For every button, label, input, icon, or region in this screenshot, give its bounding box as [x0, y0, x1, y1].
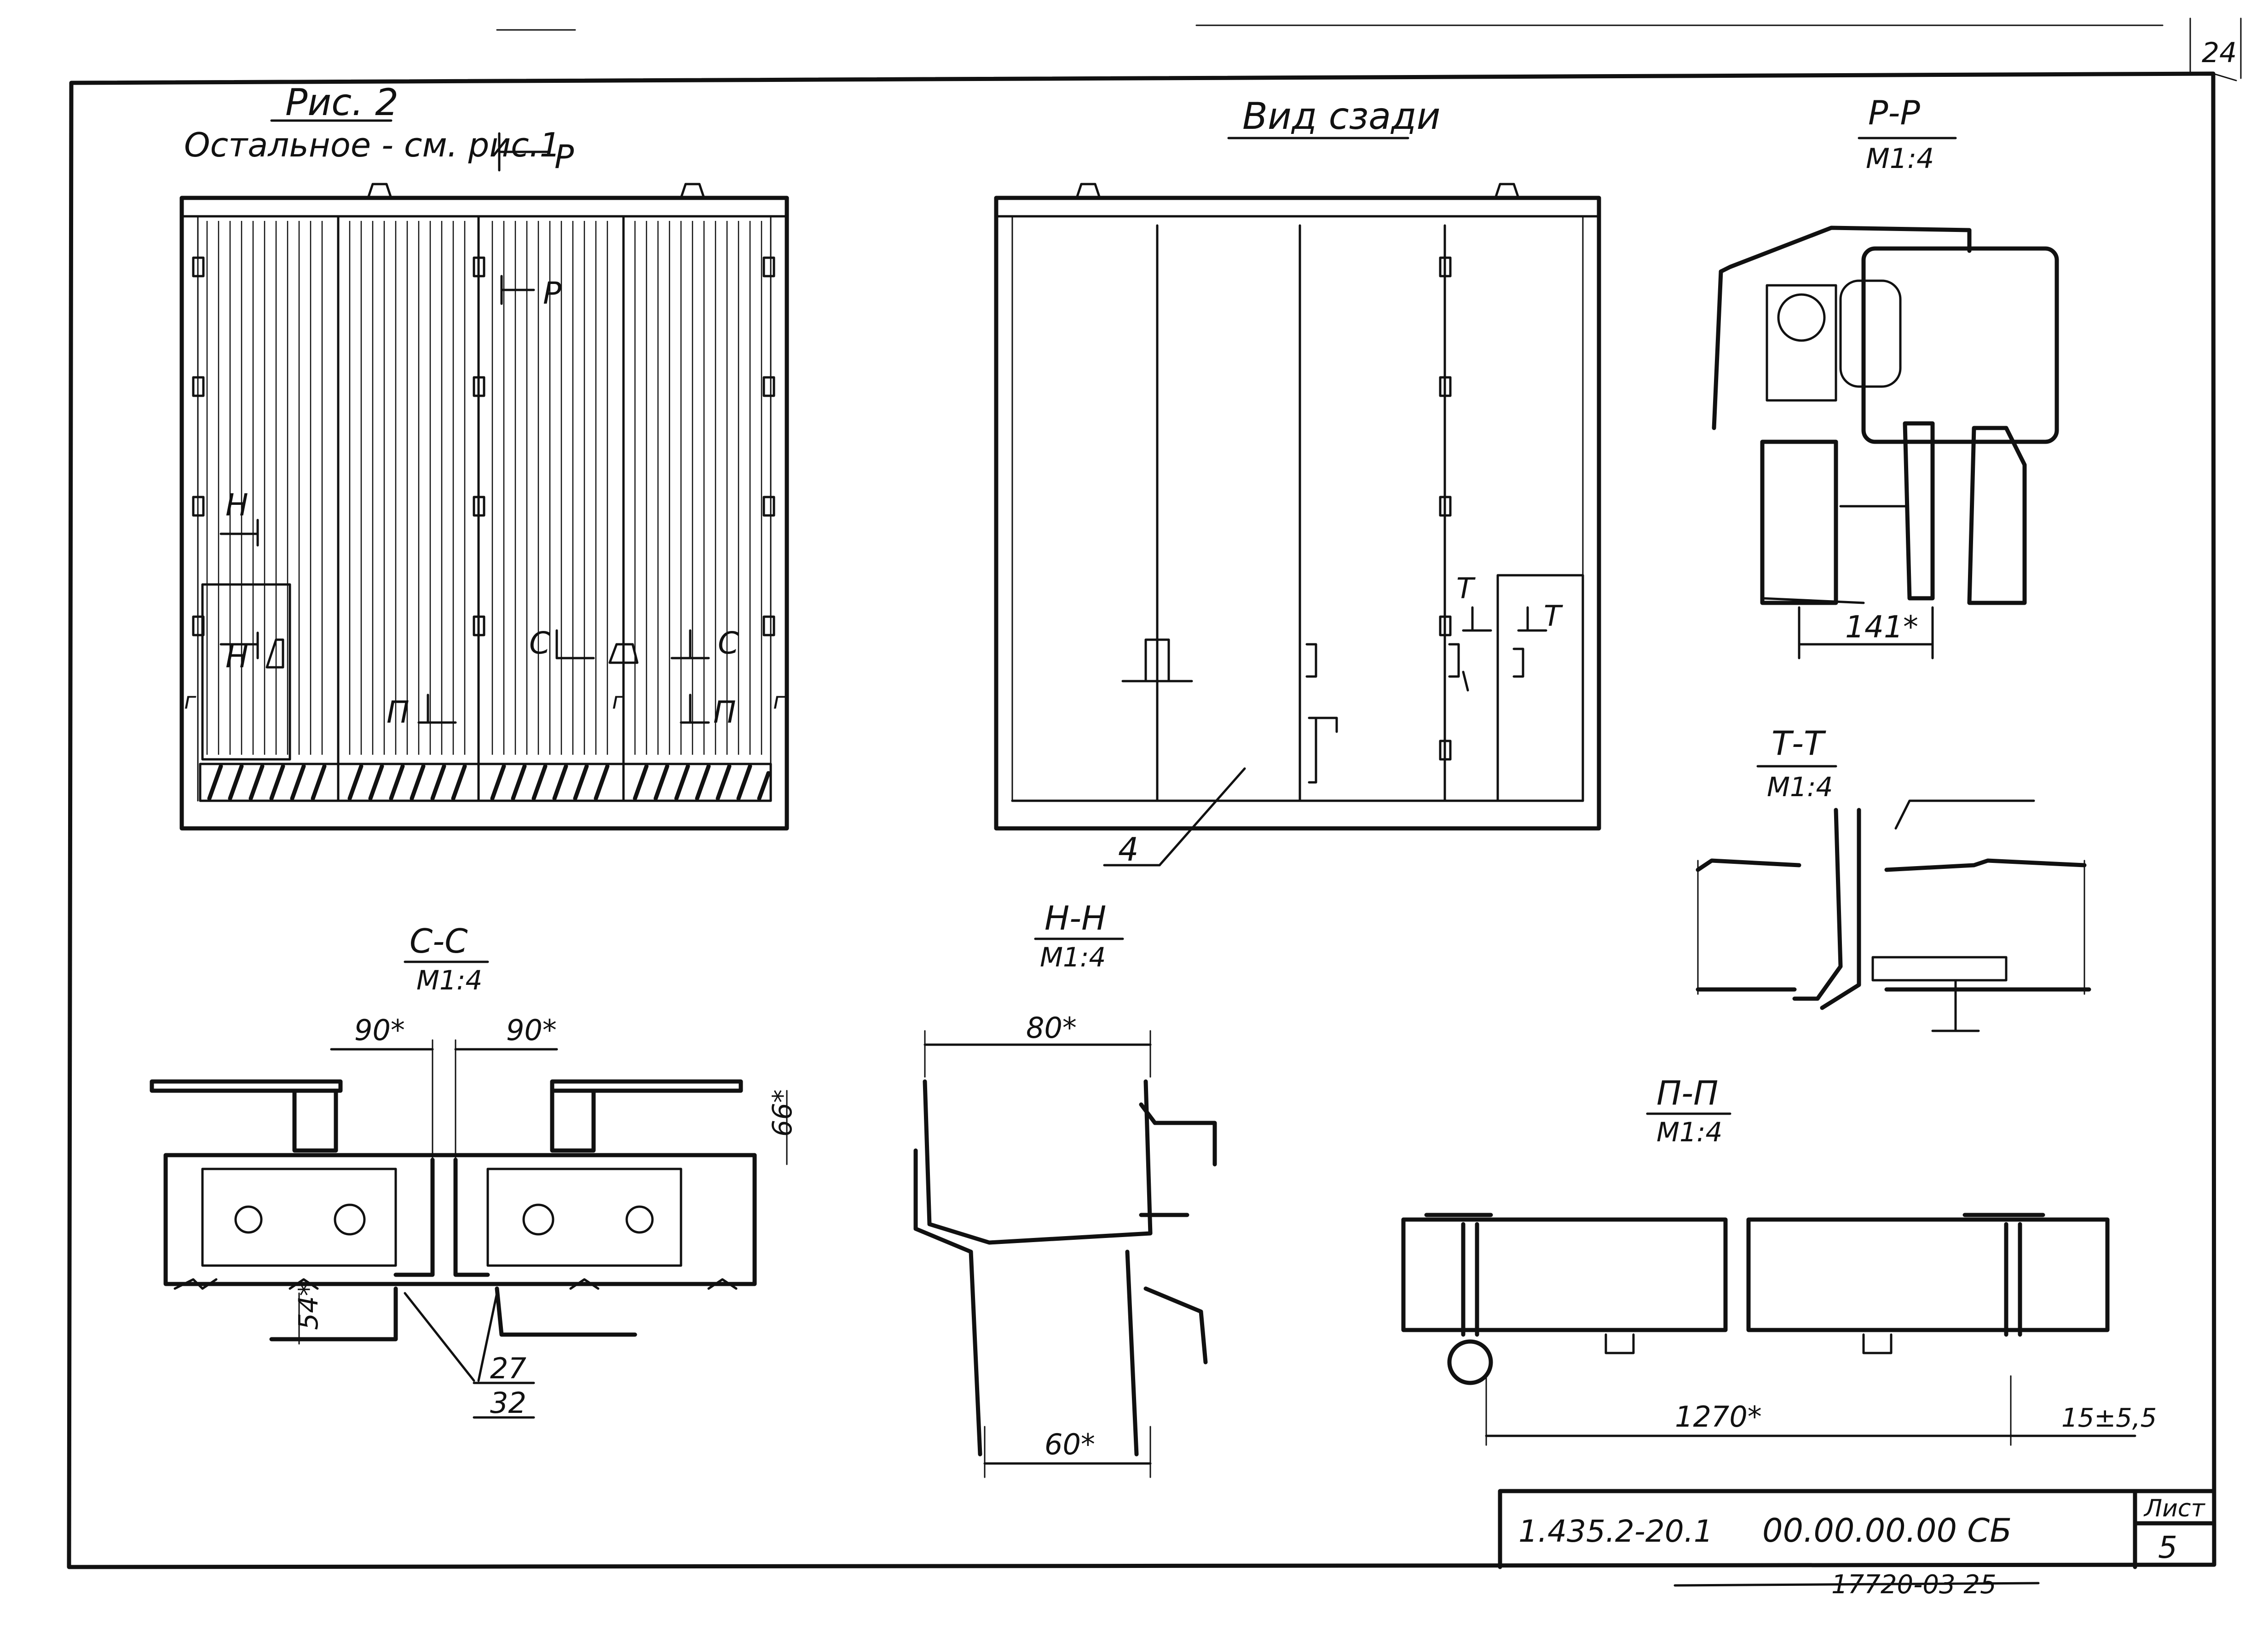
section-cc: С-С М1:4 90* 90* 66* 54* 27 32: [150, 922, 798, 1420]
sheet-value: 5: [2158, 1530, 2177, 1565]
corrugated-panel-hatch: [206, 221, 762, 755]
callout-4: 4: [1118, 831, 1139, 868]
section-cc-dim-height: 66*: [767, 1089, 798, 1137]
section-cc-dim-bottom: 54*: [293, 1283, 324, 1330]
rear-hinges: [1439, 256, 1452, 761]
section-tt-title: Т-Т: [1772, 724, 1826, 763]
section-cc-ref-bottom: 32: [490, 1386, 526, 1420]
section-pipi: П-П М1:4 1270* 15±5,5: [1401, 1074, 2157, 1446]
title-block: 1.435.2-20.1 00.00.00.00 СБ Лист 5 17720…: [1498, 1489, 2216, 1600]
section-mark-c-left: С: [529, 625, 550, 661]
archive-number: 17720-03 25: [1831, 1570, 1997, 1600]
section-hh: Н-Н М1:4 80* 60*: [913, 899, 1217, 1478]
section-hh-scale: М1:4: [1040, 942, 1106, 973]
section-hh-dim-bottom: 60*: [1045, 1428, 1095, 1461]
mark-g-2: г: [612, 688, 624, 714]
rear-view-title: Вид сзади: [1242, 95, 1440, 138]
section-mark-pi-right: П: [713, 694, 736, 730]
section-mark-h-upper: Н: [225, 487, 248, 523]
section-cc-dim-left: 90*: [354, 1013, 405, 1047]
section-cc-dim-right: 90*: [506, 1013, 557, 1047]
hinges: [192, 256, 775, 636]
section-pp: Р-Р М1:4 141*: [1712, 93, 2059, 659]
section-cc-title: С-С: [410, 922, 468, 960]
sheet-label: Лист: [2143, 1495, 2205, 1522]
section-cc-scale: М1:4: [416, 965, 482, 996]
doc-number: 1.435.2-20.1: [1518, 1514, 1713, 1549]
fig2-note: Остальное - см. рис.1: [184, 126, 560, 164]
section-mark-pi-left: П: [387, 694, 410, 730]
section-mark-t-right: Т: [1544, 599, 1563, 633]
section-pp-dim: 141*: [1845, 609, 1918, 645]
section-mark-c-right: С: [718, 625, 739, 661]
section-hh-dim-top: 80*: [1026, 1011, 1077, 1045]
section-pipi-title: П-П: [1656, 1074, 1718, 1112]
section-mark-t-left: Т: [1456, 572, 1476, 605]
corner-sheet-number: 24: [2202, 37, 2237, 69]
fig2-front-view: Р Н Н С С П П г г г: [179, 183, 789, 831]
section-pipi-dim-gap: 15±5,5: [2061, 1403, 2157, 1433]
section-tt: Т-Т М1:4: [1696, 724, 2091, 1032]
sheet-frame: [67, 17, 2242, 1587]
mark-g-3: г: [773, 688, 785, 714]
section-tt-scale: М1:4: [1767, 771, 1833, 803]
section-pipi-dim-main: 1270*: [1675, 1400, 1762, 1434]
section-mark-p-top: Р: [554, 138, 574, 176]
section-pp-title: Р-Р: [1868, 93, 1920, 132]
fig2-title: Рис. 2: [285, 81, 398, 124]
mark-g-1: г: [184, 688, 196, 714]
doc-code: 00.00.00.00 СБ: [1762, 1512, 2012, 1550]
bottom-strip: [199, 763, 772, 802]
section-hh-title: Н-Н: [1045, 899, 1106, 937]
section-pipi-scale: М1:4: [1656, 1116, 1722, 1148]
rear-view: Вид сзади Т Т 4: [994, 95, 1601, 868]
section-cc-ref-top: 27: [490, 1352, 526, 1385]
section-mark-p: Р: [543, 276, 561, 311]
section-pp-scale: М1:4: [1866, 143, 1934, 175]
fig2-header: Рис. 2 Остальное - см. рис.1 Р: [184, 81, 574, 176]
